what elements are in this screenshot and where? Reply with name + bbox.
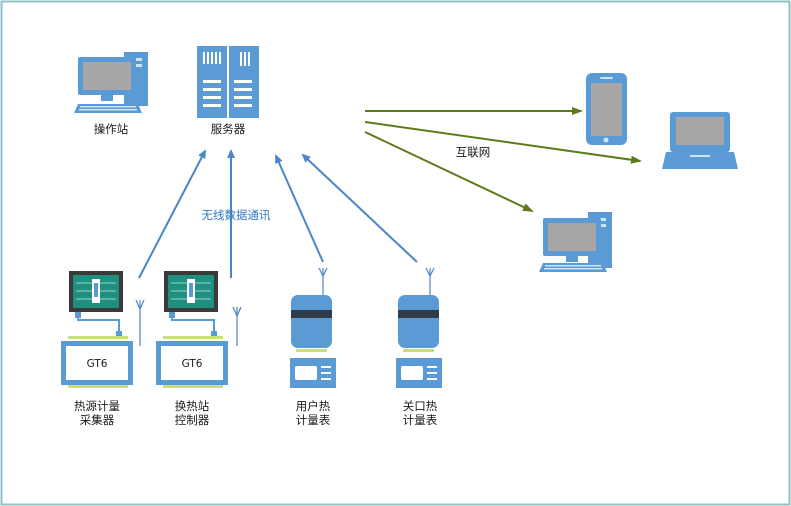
exchange-station-label-line1: 换热站 — [175, 399, 210, 413]
cable-line — [77, 312, 120, 336]
smartphone-icon — [586, 73, 627, 145]
connector-icon — [116, 331, 122, 337]
exchange-station-label-line2: 控制器 — [175, 413, 210, 427]
connector-icon — [75, 312, 81, 318]
server-rack-icon — [197, 46, 259, 118]
user-meter-label-line2: 计量表 — [296, 413, 331, 427]
gt6-device-1 — [61, 336, 133, 388]
laptop-icon — [662, 112, 738, 169]
gate-meter-label-line1: 关口热 — [403, 399, 438, 413]
hmi-panel-icon — [164, 271, 218, 312]
antenna-icon — [318, 267, 328, 295]
antenna-icon — [135, 299, 145, 346]
operator-station-label: 操作站 — [94, 122, 129, 136]
internet-arrows — [364, 107, 642, 212]
gt6-model-label-1: GT6 — [87, 358, 108, 370]
heat-meter-icon — [290, 295, 336, 388]
heat-source-label-line2: 采集器 — [80, 413, 115, 427]
heat-source-label-line1: 热源计量 — [74, 399, 120, 413]
hmi-panel-icon — [69, 271, 123, 312]
gt6-device-2 — [156, 336, 228, 388]
connector-icon — [169, 312, 175, 318]
connector-icon — [211, 331, 217, 337]
antenna-icon — [425, 267, 435, 295]
server-label: 服务器 — [211, 122, 246, 136]
internet-label: 互联网 — [456, 145, 491, 159]
user-meter-label-line1: 用户热 — [296, 399, 331, 413]
wireless-arrows — [138, 149, 418, 279]
operator-station-computer-icon — [74, 52, 148, 113]
cable-line — [171, 312, 215, 336]
gate-meter-label-line2: 计量表 — [403, 413, 438, 427]
heat-meter-icon — [396, 295, 442, 388]
remote-desktop-computer-icon — [539, 212, 612, 272]
antenna-icon — [232, 306, 242, 346]
wireless-label: 无线数据通讯 — [202, 208, 271, 222]
gt6-model-label-2: GT6 — [182, 358, 203, 370]
